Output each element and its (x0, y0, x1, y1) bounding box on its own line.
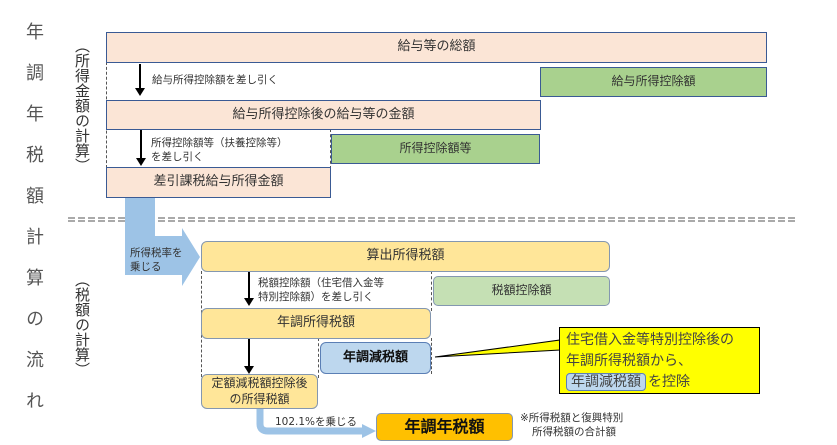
section-label-tax: （税額の計算） (73, 272, 91, 377)
callout-line: 年調所得税額から、 (566, 353, 692, 369)
footnote: ※所得税額と復興特別 所得税額の合計額 (520, 411, 623, 439)
note-line: 所得税額の合計額 (532, 426, 616, 439)
box-computed-tax: 算出所得税額 (201, 241, 610, 272)
callout-line: 住宅借入金等特別控除後の (566, 332, 734, 348)
note-line: 特別控除額）を差し引く (258, 291, 374, 304)
box-income-deductions: 所得控除額等 (331, 134, 540, 164)
callout-suffix: を控除 (648, 374, 690, 390)
callout-tail (434, 339, 561, 358)
diagram-title: 年調年税額計算の流れ (23, 22, 44, 432)
note-subtract-tax-credit: 税額控除額（住宅借入金等 特別控除額）を差し引く (258, 276, 384, 304)
box-annual-tax: 年調年税額 (376, 413, 513, 441)
box-annual-tax-reduction: 年調減税額 (320, 342, 431, 374)
down-arrow-icon (135, 64, 145, 96)
down-arrow-icon (136, 130, 146, 166)
down-arrow-icon (244, 339, 254, 374)
box-annual-income-tax: 年調所得税額 (201, 308, 431, 339)
callout-chip: 年調減税額 (566, 373, 646, 391)
callout-box: 住宅借入金等特別控除後の 年調所得税額から、 年調減税額を控除 (559, 327, 760, 394)
note-line: 所得税率を (130, 247, 183, 259)
note-line: 所得控除額等（扶養控除等） (151, 137, 288, 149)
box-salary-deduction: 給与所得控除額 (540, 67, 767, 97)
note-line: を差し引く (151, 151, 204, 164)
separator-line (68, 217, 796, 222)
multiply-arrow-icon (256, 408, 364, 435)
note-line: ※所得税額と復興特別 (520, 412, 624, 424)
box-tax-credit: 税額控除額 (433, 276, 610, 306)
note-subtract-income-deductions: 所得控除額等（扶養控除等） を差し引く (151, 136, 288, 164)
note-multiply-rate: 所得税率を 乗じる (130, 246, 183, 274)
box-after-salary-deduction: 給与所得控除後の給与等の金額 (106, 100, 541, 130)
box-after-fixed-reduction: 定額減税額控除後の所得税額 (201, 374, 318, 409)
callout-line: 年調減税額を控除 (566, 372, 753, 393)
note-line: 乗じる (130, 261, 162, 274)
guide-line (330, 129, 331, 169)
section-label-income: （所得金額の計算） (73, 38, 91, 173)
guide-line (431, 271, 432, 311)
down-arrow-icon (244, 272, 254, 306)
box-total-salary: 給与等の総額 (106, 32, 767, 63)
note-multiply-1021: 102.1%を乗じる (275, 416, 358, 428)
note-line: 税額控除額（住宅借入金等 (258, 277, 384, 289)
guide-line (318, 338, 319, 378)
box-taxable-income: 差引課税給与所得金額 (106, 167, 331, 198)
guide-line (431, 338, 432, 374)
note-subtract-salary-deduction: 給与所得控除額を差し引く (152, 74, 278, 86)
rate-arrow-icon (125, 198, 200, 286)
